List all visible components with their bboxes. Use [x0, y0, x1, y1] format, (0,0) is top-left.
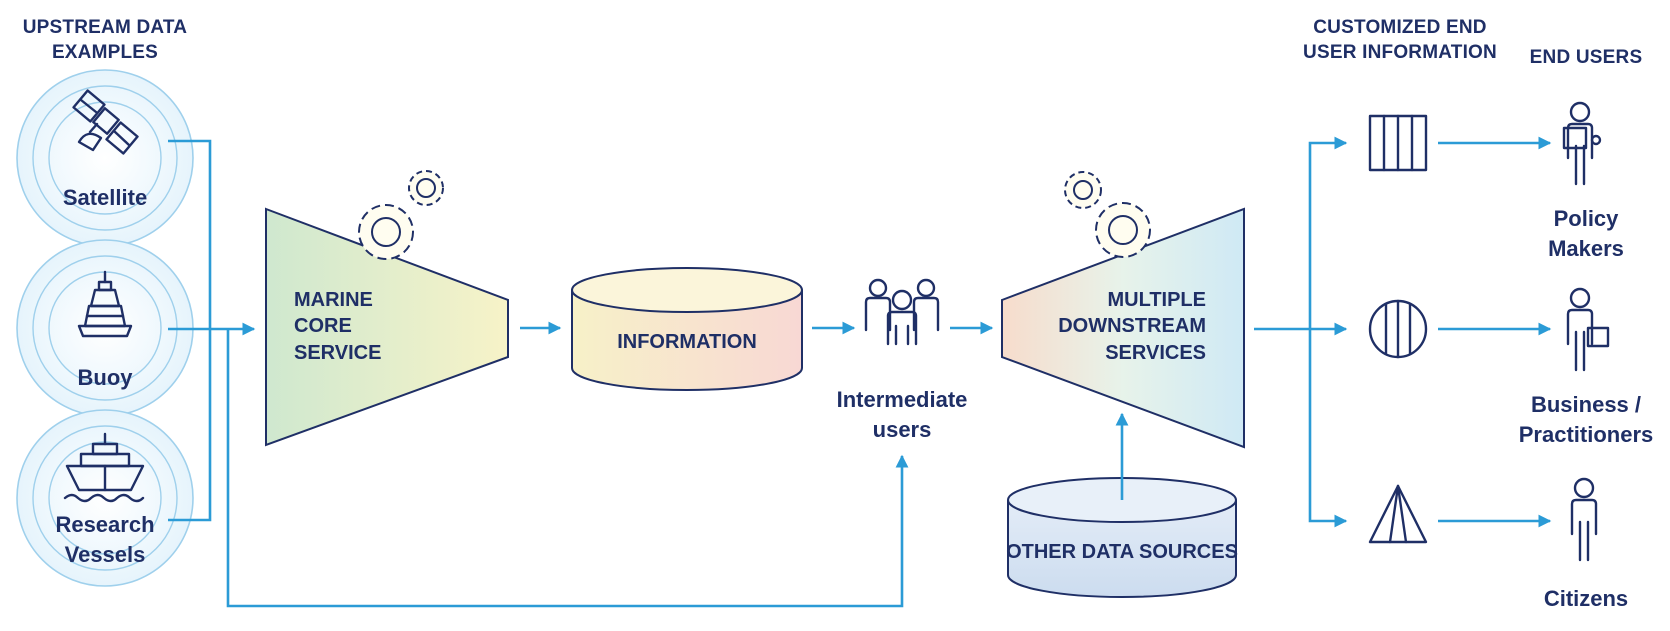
downstream-label: SERVICES	[1105, 342, 1206, 364]
other-sources-label: OTHER DATA SOURCES	[1006, 541, 1238, 563]
satellite-icon	[72, 89, 139, 155]
downstream-funnel	[1001, 207, 1245, 449]
downstream-label: MULTIPLE	[1107, 289, 1206, 311]
information-store: INFORMATION	[571, 267, 803, 391]
marine-core-label: SERVICE	[294, 342, 381, 364]
upstream-header-line: UPSTREAM DATA	[23, 17, 188, 38]
upstream-satellite: Satellite	[16, 69, 194, 247]
intermediate-users-label: users	[873, 417, 932, 442]
satellite-circle	[16, 69, 194, 247]
buoy-label: Buoy	[78, 365, 134, 390]
buoy-icon	[77, 270, 133, 338]
end-users-header: END USERS	[1530, 47, 1643, 68]
upstream-header-line: EXAMPLES	[52, 42, 158, 63]
upstream-connectors	[168, 139, 909, 608]
citizens-label: Citizens	[1544, 586, 1628, 611]
upstream-buoy: Buoy	[16, 239, 194, 417]
policy-makers-label: Policy	[1554, 206, 1620, 231]
customized-header: CUSTOMIZED END USER INFORMATION	[1303, 17, 1497, 63]
gear-icon	[358, 170, 444, 260]
vessels-label: Vessels	[65, 542, 146, 567]
customized-header-line: CUSTOMIZED END	[1313, 17, 1486, 38]
customized-header-line: USER INFORMATION	[1303, 42, 1497, 63]
business-label: Practitioners	[1519, 422, 1654, 447]
downstream-label: DOWNSTREAM	[1058, 315, 1206, 337]
marine-core-funnel	[265, 207, 509, 447]
person-icon	[1570, 477, 1598, 562]
information-label: INFORMATION	[617, 331, 757, 353]
distribution-connectors	[1254, 136, 1348, 528]
marine-core-service: MARINE CORE SERVICE	[265, 170, 509, 447]
vessels-label: Research	[55, 512, 154, 537]
person-briefcase-icon	[1566, 287, 1610, 372]
striped-circle-icon	[1368, 299, 1428, 359]
business-label: Business /	[1531, 392, 1641, 417]
marine-core-label: CORE	[294, 315, 352, 337]
person-clipboard-icon	[1562, 101, 1602, 186]
upstream-header: UPSTREAM DATA EXAMPLES	[23, 17, 188, 63]
bars-square-icon	[1368, 114, 1428, 172]
marine-core-label: MARINE	[294, 289, 373, 311]
upstream-research-vessels: Research Vessels	[16, 409, 194, 587]
downstream-services: MULTIPLE DOWNSTREAM SERVICES	[1001, 171, 1245, 449]
people-icon	[864, 278, 940, 346]
gear-icon	[1064, 171, 1151, 258]
satellite-label: Satellite	[63, 185, 147, 210]
policy-makers-label: Makers	[1548, 236, 1624, 261]
ship-icon	[63, 432, 145, 503]
pyramid-icon	[1368, 484, 1428, 544]
intermediate-users-label: Intermediate	[837, 387, 968, 412]
